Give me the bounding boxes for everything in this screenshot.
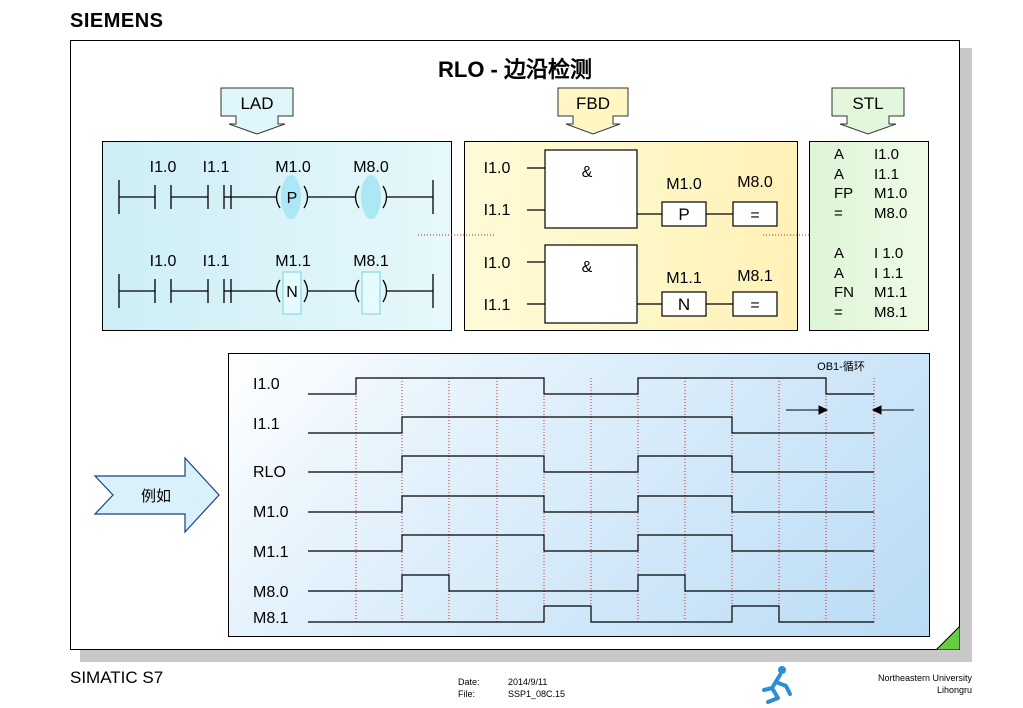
stl-b1-op: FP bbox=[834, 185, 854, 202]
waveform-i1-0 bbox=[308, 377, 874, 395]
signal-label: RLO bbox=[253, 464, 286, 481]
stl-b2-op: A bbox=[834, 264, 845, 282]
stl-b2-address: I 1.0 bbox=[874, 245, 904, 262]
fbd-b2-out-label: M8.1 bbox=[737, 268, 773, 285]
footer-product: SIMATIC S7 bbox=[70, 668, 164, 687]
footer-file-label: File: bbox=[458, 689, 476, 699]
stl-header-label: STL bbox=[852, 94, 883, 113]
fbd-pane: I1.0 I1.1 & M1.0 M8.0 P = I1.0 I1.1 & M1… bbox=[464, 141, 798, 331]
signal-label: M1.1 bbox=[253, 544, 289, 561]
fbd-b2-assign-symbol: = bbox=[750, 297, 759, 314]
lad-r1-edge-label: M1.0 bbox=[275, 159, 311, 176]
stl-b2-op: A bbox=[834, 245, 845, 262]
fbd-b1-in1-label: I1.0 bbox=[484, 160, 511, 177]
fbd-b2-in1-label: I1.0 bbox=[484, 255, 511, 272]
lad-n-symbol: N bbox=[286, 284, 298, 301]
pane-separator bbox=[418, 234, 838, 236]
lad-header-label: LAD bbox=[240, 94, 273, 113]
lad-r1-coil-highlight bbox=[361, 175, 381, 219]
footer-org: Northeastern University Lihongru bbox=[820, 672, 972, 696]
stl-b2-address: I 1.1 bbox=[874, 264, 904, 282]
footer-author: Lihongru bbox=[936, 685, 972, 695]
lad-r2-contact1-label: I1.0 bbox=[150, 253, 177, 270]
stl-b2-op: = bbox=[834, 303, 843, 321]
lad-p-symbol: P bbox=[287, 190, 298, 207]
stl-b1-address: I1.0 bbox=[874, 146, 900, 163]
lad-r2-contact2-label: I1.1 bbox=[203, 253, 230, 270]
lad-r2-n-highlight bbox=[282, 271, 302, 315]
fbd-header-arrow: FBD bbox=[557, 87, 629, 135]
fbd-b1-mem-label: M1.0 bbox=[666, 176, 702, 193]
lad-pane: I1.0 I1.1 M1.0 M8.0 I1.0 I1.1 M1.1 M8.1 bbox=[102, 141, 452, 331]
runner-logo-icon bbox=[762, 666, 792, 704]
signal-label: M1.0 bbox=[253, 504, 289, 521]
lad-r2-edge-label: M1.1 bbox=[275, 253, 311, 270]
stl-b1-op: A bbox=[834, 146, 845, 163]
lad-r2-coil-label: M8.1 bbox=[353, 253, 389, 270]
fbd-b2-and-symbol: & bbox=[582, 259, 593, 276]
example-arrow: 例如 bbox=[93, 456, 220, 534]
signal-label: I1.0 bbox=[253, 376, 280, 393]
fbd-b1-out-label: M8.0 bbox=[737, 174, 773, 191]
example-label: 例如 bbox=[141, 488, 171, 505]
fbd-header-label: FBD bbox=[576, 94, 610, 113]
footer-org-name: Northeastern University bbox=[877, 673, 972, 683]
fbd-diagram: I1.0 I1.1 & M1.0 M8.0 P = I1.0 I1.1 & M1… bbox=[484, 149, 778, 324]
signal-label: I1.1 bbox=[253, 416, 280, 433]
fbd-b1-edge-symbol: P bbox=[678, 205, 689, 224]
waveform-m8-0 bbox=[308, 574, 874, 592]
stl-b1-op: = bbox=[834, 204, 843, 222]
footer-date-label: Date: bbox=[458, 677, 480, 687]
stl-b2-address: M1.1 bbox=[874, 284, 908, 301]
stl-b2-op: FN bbox=[834, 284, 854, 301]
fbd-b2-in2-label: I1.1 bbox=[484, 297, 511, 314]
siemens-logo: SIEMENS bbox=[70, 10, 164, 32]
page-corner-icon bbox=[936, 626, 960, 650]
lad-r1-coil-label: M8.0 bbox=[353, 159, 389, 176]
stl-b1-address: M1.0 bbox=[874, 185, 908, 202]
fbd-b1-and-symbol: & bbox=[582, 164, 593, 181]
stl-b1-address: I1.1 bbox=[874, 165, 900, 183]
lad-diagram: I1.0 I1.1 M1.0 M8.0 I1.0 I1.1 M1.1 M8.1 bbox=[118, 159, 434, 315]
lad-r2-coil-highlight bbox=[361, 271, 381, 315]
fbd-b2-mem-label: M1.1 bbox=[666, 270, 702, 287]
waveform-m8-1 bbox=[308, 605, 874, 623]
stl-b1-op: A bbox=[834, 165, 845, 183]
slide-title: RLO - 边沿检测 bbox=[438, 57, 592, 82]
footer-date-value: 2014/9/11 bbox=[508, 677, 548, 687]
fbd-b1-in2-label: I1.1 bbox=[484, 202, 511, 219]
ob1-cycle-label: OB1-循环 bbox=[817, 360, 865, 373]
lad-r1-contact1-label: I1.0 bbox=[150, 159, 177, 176]
signal-label: M8.0 bbox=[253, 584, 289, 601]
lad-r1-contact2-label: I1.1 bbox=[203, 159, 230, 176]
lad-header-arrow: LAD bbox=[220, 87, 294, 135]
signal-label: M8.1 bbox=[253, 610, 289, 627]
cycle-arrowhead-right-icon bbox=[871, 405, 882, 415]
footer-file-value: SSP1_08C.15 bbox=[508, 689, 566, 699]
waveform-i1-1 bbox=[308, 416, 874, 434]
fbd-b2-edge-symbol: N bbox=[678, 295, 690, 314]
fbd-b1-assign-symbol: = bbox=[750, 207, 759, 224]
cycle-arrowhead-left-icon bbox=[818, 405, 829, 415]
stl-b1-address: M8.0 bbox=[874, 204, 908, 222]
waveform-rlo bbox=[308, 455, 874, 473]
waveform-m1-0 bbox=[308, 495, 874, 513]
stl-b2-address: M8.1 bbox=[874, 303, 908, 321]
lad-r1-p-highlight bbox=[281, 175, 301, 219]
waveform-m1-1 bbox=[308, 534, 874, 552]
stl-header-arrow: STL bbox=[831, 87, 905, 135]
